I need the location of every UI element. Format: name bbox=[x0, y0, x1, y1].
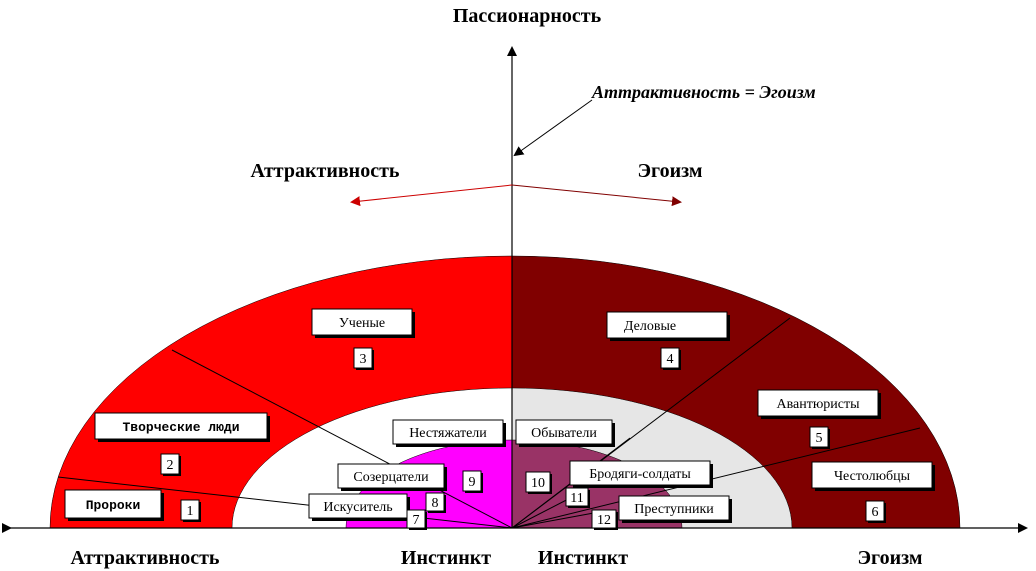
sector-6-name: Честолюбцы bbox=[834, 469, 911, 484]
sector-2-number: 2 bbox=[167, 458, 174, 473]
sector-8-name-box: Созерцатели bbox=[337, 463, 447, 491]
sector-10-name-box: Обыватели bbox=[515, 419, 615, 447]
sector-9-number: 9 bbox=[469, 475, 476, 490]
sector-3-name: Ученые bbox=[339, 316, 385, 331]
sector-10-number: 10 bbox=[531, 476, 545, 491]
sector-2-name: Творческие люди bbox=[122, 420, 239, 435]
sector-5-number-box: 5 bbox=[809, 426, 830, 449]
sector-6-name-box: Честолюбцы bbox=[811, 461, 935, 491]
sector-11-number-box: 11 bbox=[565, 487, 590, 508]
sector-12-number: 12 bbox=[597, 513, 611, 528]
sector-12-number-box: 12 bbox=[591, 509, 618, 530]
sector-5-name: Авантюристы bbox=[776, 397, 860, 412]
sector-8-name: Созерцатели bbox=[353, 470, 429, 485]
sector-3-number-box: 3 bbox=[353, 347, 374, 370]
sector-12-name: Преступники bbox=[634, 502, 714, 517]
axis-label-passionarity: Пассионарность bbox=[453, 5, 602, 27]
sector-1-number: 1 bbox=[187, 504, 194, 519]
sector-10-number-box: 10 bbox=[525, 471, 552, 494]
sector-5-name-box: Авантюристы bbox=[757, 389, 881, 419]
sector-4-name: Деловые bbox=[624, 319, 676, 334]
bottom-label-egoism: Эгоизм bbox=[857, 547, 922, 569]
formula-pointer-line bbox=[513, 99, 593, 157]
sector-7-name: Искуситель bbox=[323, 500, 392, 515]
sector-2-name-box: Творческие люди bbox=[94, 412, 270, 442]
attraction-arrow bbox=[350, 184, 513, 207]
sector-2-number-box: 2 bbox=[160, 453, 181, 476]
sector-1-name-box: Пророки bbox=[64, 489, 164, 521]
egoism-arrow bbox=[511, 184, 682, 207]
sector-3-name-box: Ученые bbox=[311, 308, 415, 338]
sector-6-number: 6 bbox=[872, 505, 879, 520]
sector-4-number: 4 bbox=[667, 352, 674, 367]
sector-11-name: Бродяги-солдаты bbox=[589, 467, 691, 482]
sector-8-number: 8 bbox=[432, 496, 439, 511]
bottom-label-instinct-left: Инстинкт bbox=[401, 547, 491, 569]
sector-3-number: 3 bbox=[360, 352, 367, 367]
sector-11-name-box: Бродяги-солдаты bbox=[569, 460, 713, 488]
bottom-label-attraction: Аттрактивность bbox=[71, 547, 220, 569]
sector-1-name: Пророки bbox=[86, 498, 141, 513]
sector-11-number: 11 bbox=[570, 491, 583, 506]
upper-label-egoism: Эгоизм bbox=[637, 160, 702, 182]
sector-7-number-box: 7 bbox=[406, 509, 427, 530]
sector-8-number-box: 8 bbox=[425, 492, 446, 513]
sector-12-name-box: Преступники bbox=[618, 495, 732, 523]
formula-label: Аттрактивность = Эгоизм bbox=[591, 82, 816, 102]
sector-7-number: 7 bbox=[413, 513, 420, 528]
sector-5-number: 5 bbox=[816, 431, 823, 446]
sector-9-name: Нестяжатели bbox=[409, 426, 487, 441]
sector-4-number-box: 4 bbox=[660, 347, 681, 370]
sector-9-name-box: Нестяжатели bbox=[392, 419, 506, 447]
sector-1-number-box: 1 bbox=[180, 499, 201, 522]
sector-10-name: Обыватели bbox=[531, 426, 597, 441]
upper-label-attraction: Аттрактивность bbox=[251, 160, 400, 182]
sector-7-name-box: Искуситель bbox=[308, 493, 410, 521]
sector-6-number-box: 6 bbox=[865, 500, 886, 523]
bottom-label-instinct-right: Инстинкт bbox=[538, 547, 628, 569]
sector-9-number-box: 9 bbox=[462, 470, 483, 493]
sector-4-name-box: Деловые bbox=[606, 311, 730, 341]
